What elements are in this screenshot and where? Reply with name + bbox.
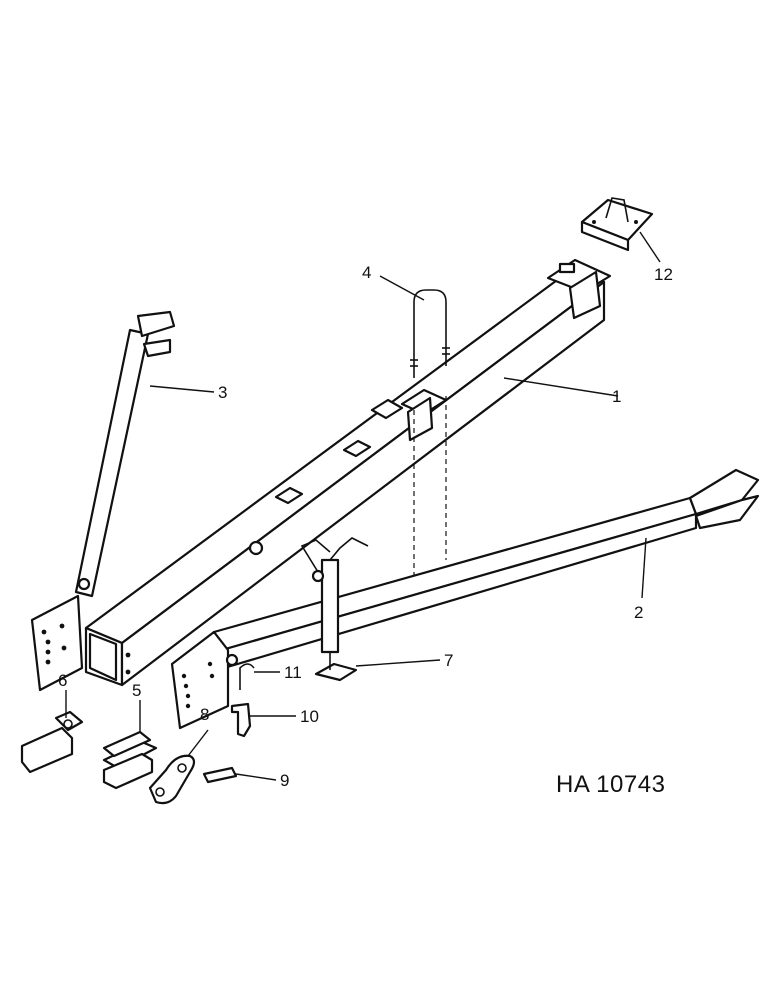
part-11-lynch-pin (239, 663, 255, 690)
part-5-hitch-block (102, 730, 158, 790)
part-4-u-bolt (410, 289, 450, 580)
callout-4: 4 (362, 263, 371, 282)
callout-11: 11 (284, 663, 302, 682)
part-6-clevis (20, 710, 84, 774)
callout-3: 3 (218, 383, 227, 402)
callout-2: 2 (634, 603, 643, 622)
leader-lines (65, 231, 661, 781)
part-12-mounting-plate (580, 197, 654, 252)
callout-7: 7 (444, 651, 453, 670)
callout-5: 5 (132, 681, 141, 700)
part-10-bracket (230, 702, 252, 738)
callout-labels: 1 2 3 4 5 6 7 8 9 10 11 12 (58, 263, 673, 790)
callout-8: 8 (200, 705, 209, 724)
part-8-hitch-eye (148, 754, 196, 805)
part-3-brace (30, 310, 176, 692)
callout-9: 9 (280, 771, 289, 790)
callout-1: 1 (612, 387, 621, 406)
part-7-jack (300, 537, 369, 682)
part-2-draw-bar (170, 468, 760, 730)
callout-12: 12 (654, 265, 673, 284)
part-1-main-beam (84, 258, 612, 687)
callout-6: 6 (58, 671, 67, 690)
part-9-pin (202, 766, 238, 784)
callout-10: 10 (300, 707, 319, 726)
reference-number: HA 10743 (556, 771, 665, 798)
